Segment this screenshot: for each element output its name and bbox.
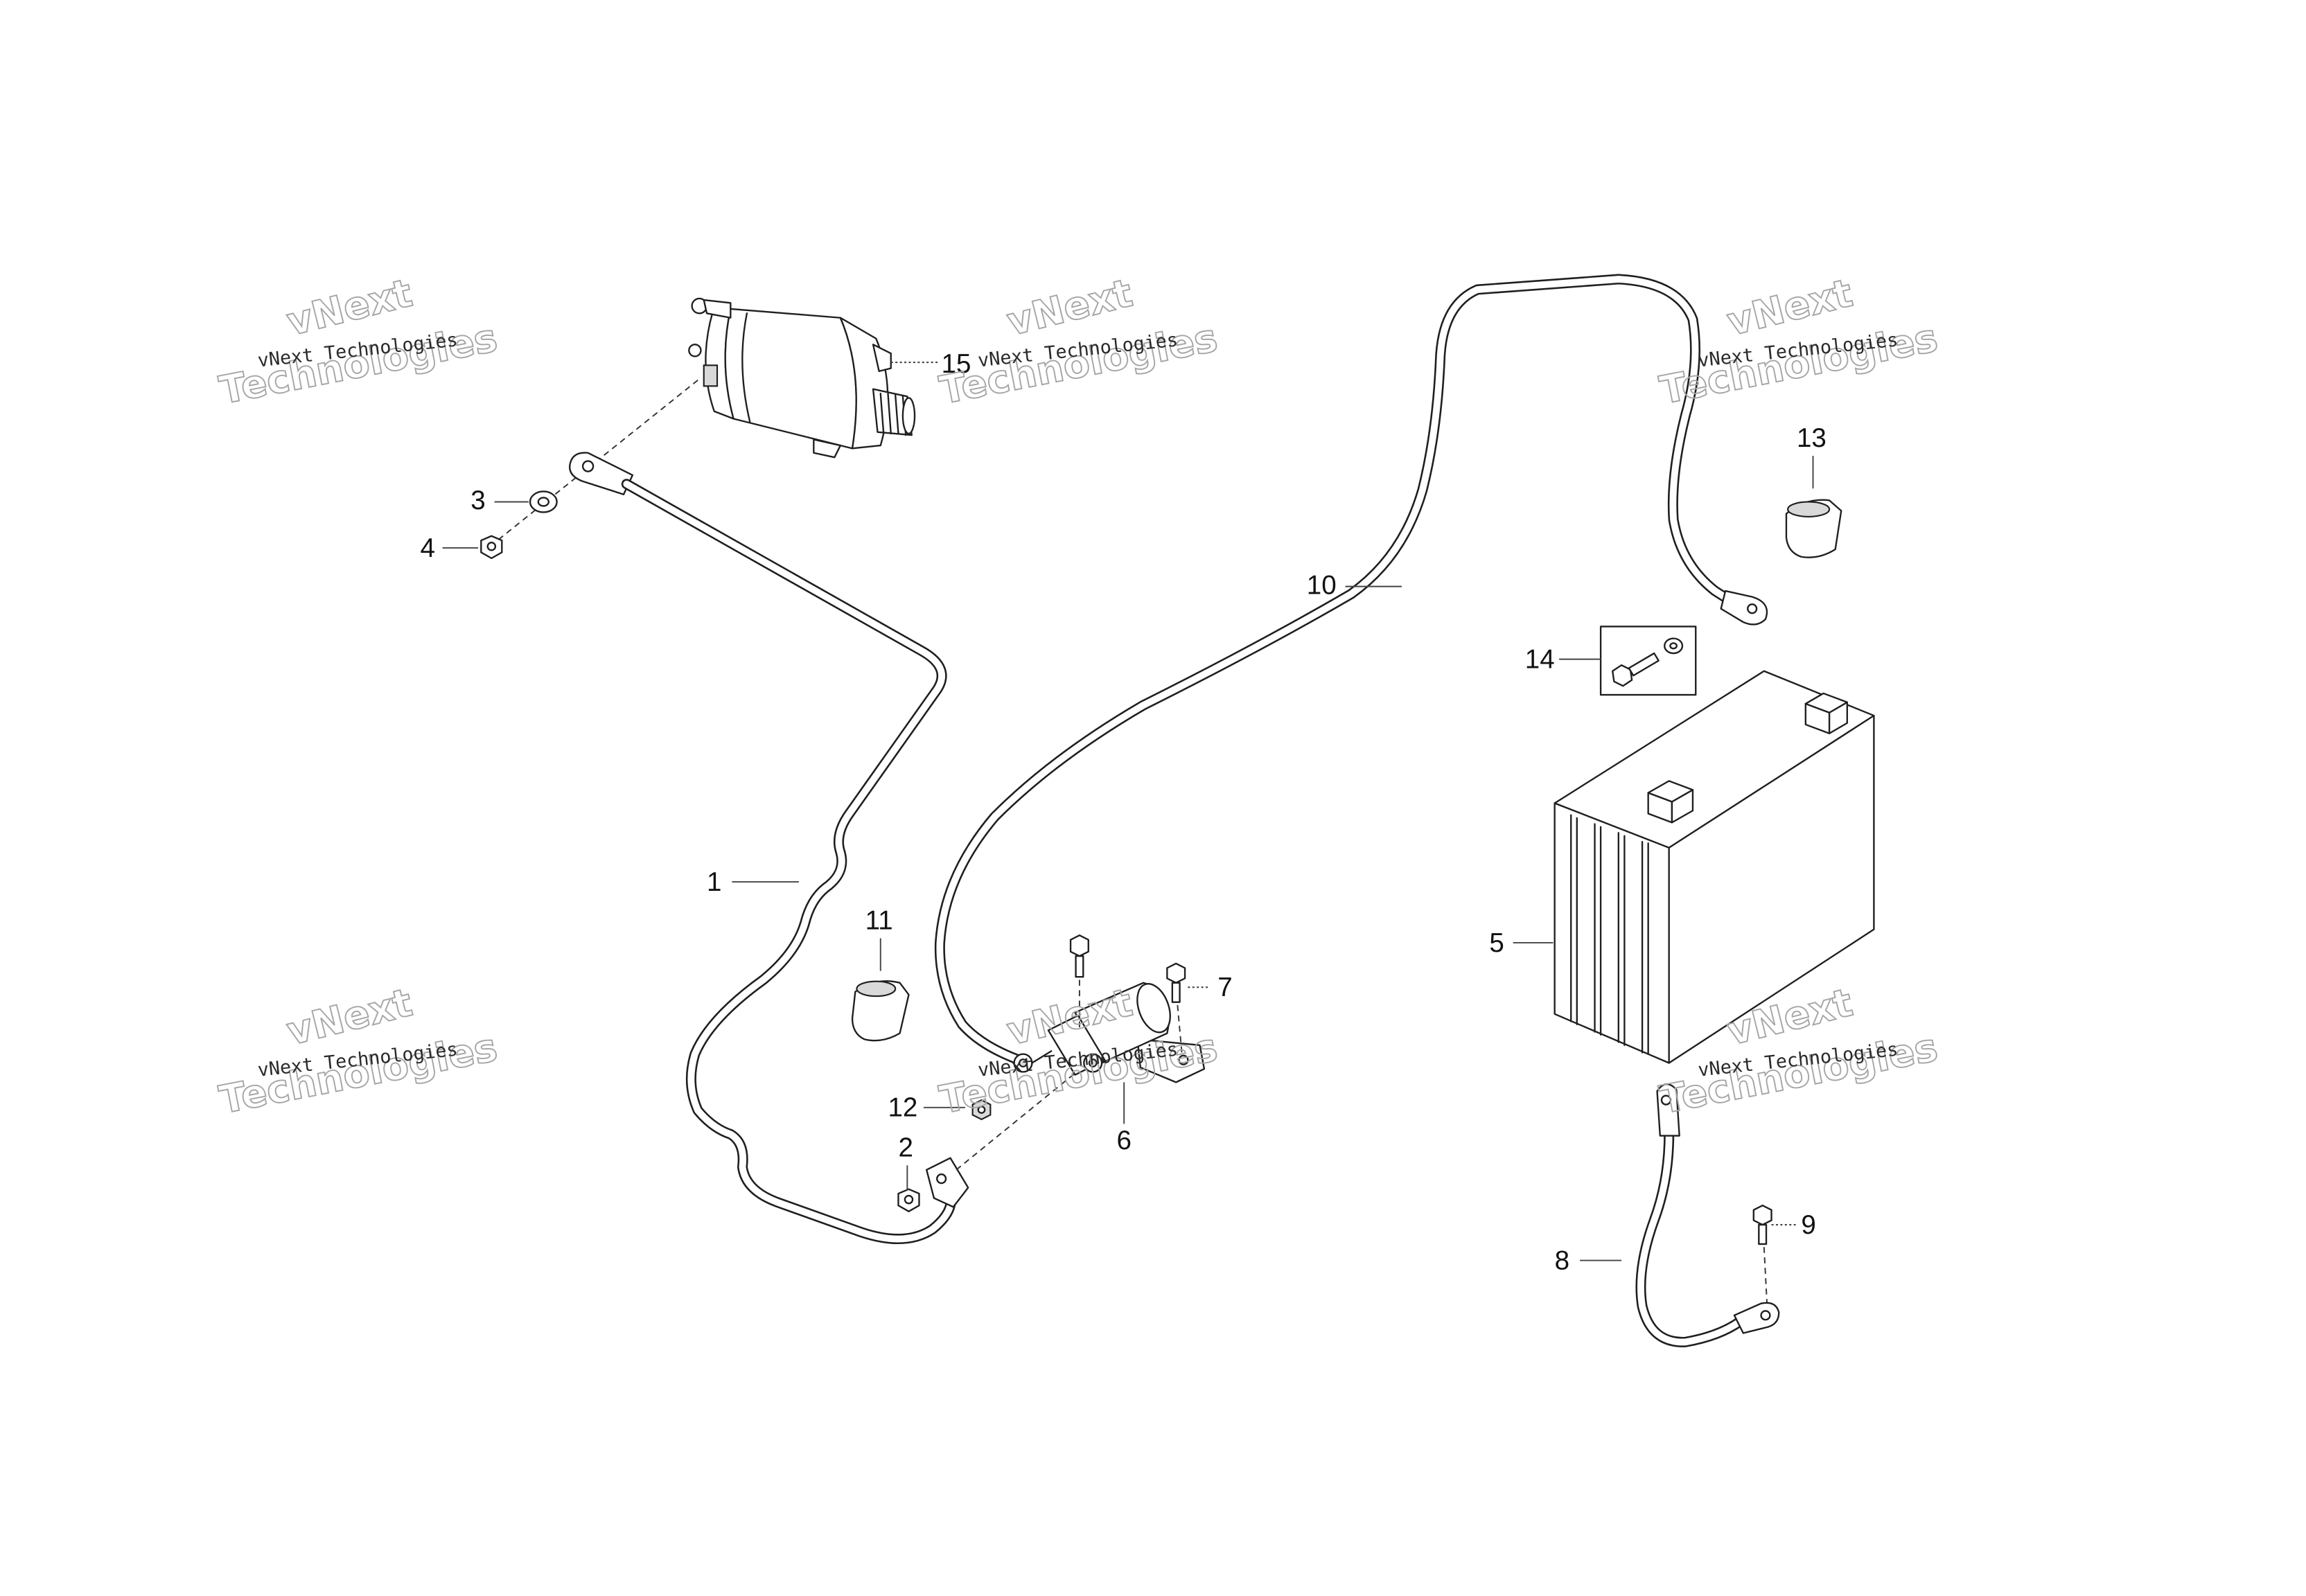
cable-8-core: [1637, 1130, 1744, 1346]
starter-bottom-ear: [813, 438, 842, 459]
nut-12-hole: [977, 1106, 986, 1114]
callout-13: 13: [1797, 423, 1827, 453]
exploded-line-bolt-7: [1177, 1004, 1183, 1054]
cable-1-ring-terminal: [569, 452, 634, 495]
callout-leaders: [442, 361, 1814, 1261]
cable-8-bottom-hole: [1760, 1310, 1771, 1321]
battery: [1554, 670, 1875, 1064]
nut-12: [971, 1099, 992, 1121]
bolt-kit-washer-hole: [1669, 642, 1678, 650]
callout-9: 9: [1801, 1210, 1815, 1240]
cable-10-ring-terminal: [1720, 589, 1768, 626]
bolt-9: [1752, 1205, 1772, 1245]
cable-1-outline: [621, 479, 956, 1245]
callout-3: 3: [470, 486, 485, 515]
callout-labels: 1 2 3 4 5 6 7 8 9 10 11 12 13 14 15: [420, 349, 1826, 1275]
solenoid-terminal-left-stud: [1019, 1058, 1028, 1067]
watermark-top-center: vNext Technologies vNext Technologies: [935, 270, 1222, 414]
callout-14: 14: [1525, 644, 1555, 674]
bolt-shank: [1075, 955, 1084, 978]
callout-7: 7: [1217, 973, 1232, 1002]
starter-pinion-splines: [879, 392, 907, 436]
exploded-line-bolt-9: [1763, 1247, 1768, 1304]
bolt-kit-bolt-shank: [1628, 652, 1660, 677]
cable-1: [569, 452, 969, 1245]
cable-8: [1635, 1083, 1780, 1347]
cable-8-outline: [1635, 1128, 1746, 1347]
nut-4: [480, 535, 503, 560]
callout-1: 1: [707, 867, 721, 897]
bolt-7: [1166, 962, 1186, 1003]
battery-terminal-rear-top: [1804, 692, 1849, 713]
cable-10-ring-hole: [1747, 603, 1758, 614]
starter-pinion-end: [901, 397, 916, 435]
bolt-solenoid-top: [1069, 934, 1089, 978]
cable-1-flag-terminal: [926, 1157, 969, 1208]
callout-12: 12: [888, 1093, 917, 1123]
callout-11: 11: [865, 906, 893, 936]
watermark-top-left: vNext Technologies vNext Technologies: [215, 270, 502, 414]
exploded-line-solenoid: [956, 1065, 1084, 1171]
solenoid-terminal-right-stud: [1088, 1058, 1098, 1067]
bolt-head: [1069, 934, 1089, 957]
callout-10: 10: [1307, 570, 1337, 600]
starter-solenoid: [1013, 982, 1206, 1083]
terminal-boot-11: [851, 980, 910, 1042]
bolt-kit-14: [1599, 626, 1697, 696]
washer-hole: [537, 497, 549, 507]
callout-6: 6: [1116, 1126, 1131, 1155]
bolt-7-shank: [1171, 982, 1181, 1003]
solenoid-bracket: [1136, 1038, 1206, 1083]
starter-terminal-stud: [703, 364, 719, 387]
bolt-9-head: [1752, 1205, 1772, 1226]
bolt-7-head: [1166, 962, 1186, 984]
nut-2: [897, 1188, 920, 1212]
cable-1-core: [623, 480, 954, 1243]
boot-11-opening: [856, 980, 897, 998]
cable-1-flag-hole: [936, 1173, 947, 1185]
cable-10-core: [936, 276, 1735, 1067]
battery-front-face: [1668, 714, 1875, 1064]
battery-terminal-front-top: [1647, 780, 1694, 803]
callout-15: 15: [942, 349, 971, 379]
starter-ear-bridge: [703, 299, 732, 319]
cable-1-ring-hole: [581, 460, 595, 472]
cable-10: [934, 274, 1768, 1069]
solenoid-stud-link: [1031, 1050, 1053, 1064]
washer: [529, 490, 558, 513]
starter-body-seam: [741, 312, 751, 423]
solenoid-bracket-hole: [1178, 1054, 1189, 1065]
nut-2-hole: [904, 1194, 914, 1205]
exploded-line-starter: [489, 380, 698, 547]
battery-ribs: [1570, 814, 1649, 1055]
bolt-9-shank: [1758, 1223, 1768, 1245]
starter-motor: [688, 297, 916, 459]
starter-mount-ear-mid: [688, 344, 702, 357]
callout-2: 2: [898, 1133, 913, 1163]
battery-terminal-front: [1647, 780, 1694, 824]
terminal-boot-13: [1785, 499, 1842, 558]
cable-8-bottom-terminal: [1733, 1302, 1780, 1334]
watermark-bottom-left: vNext Technologies vNext Technologies: [215, 979, 502, 1124]
bolt-kit-bolt-head: [1612, 664, 1633, 687]
nut-4-hole: [486, 542, 497, 551]
callout-8: 8: [1555, 1245, 1569, 1275]
boot-13-opening: [1787, 501, 1831, 517]
callout-5: 5: [1489, 928, 1504, 958]
cable-8-top-hole: [1660, 1094, 1671, 1106]
solenoid-end-cap: [1136, 983, 1171, 1034]
callout-4: 4: [420, 533, 434, 563]
starter-flange-ear: [872, 344, 892, 373]
battery-terminal-rear: [1804, 692, 1849, 734]
